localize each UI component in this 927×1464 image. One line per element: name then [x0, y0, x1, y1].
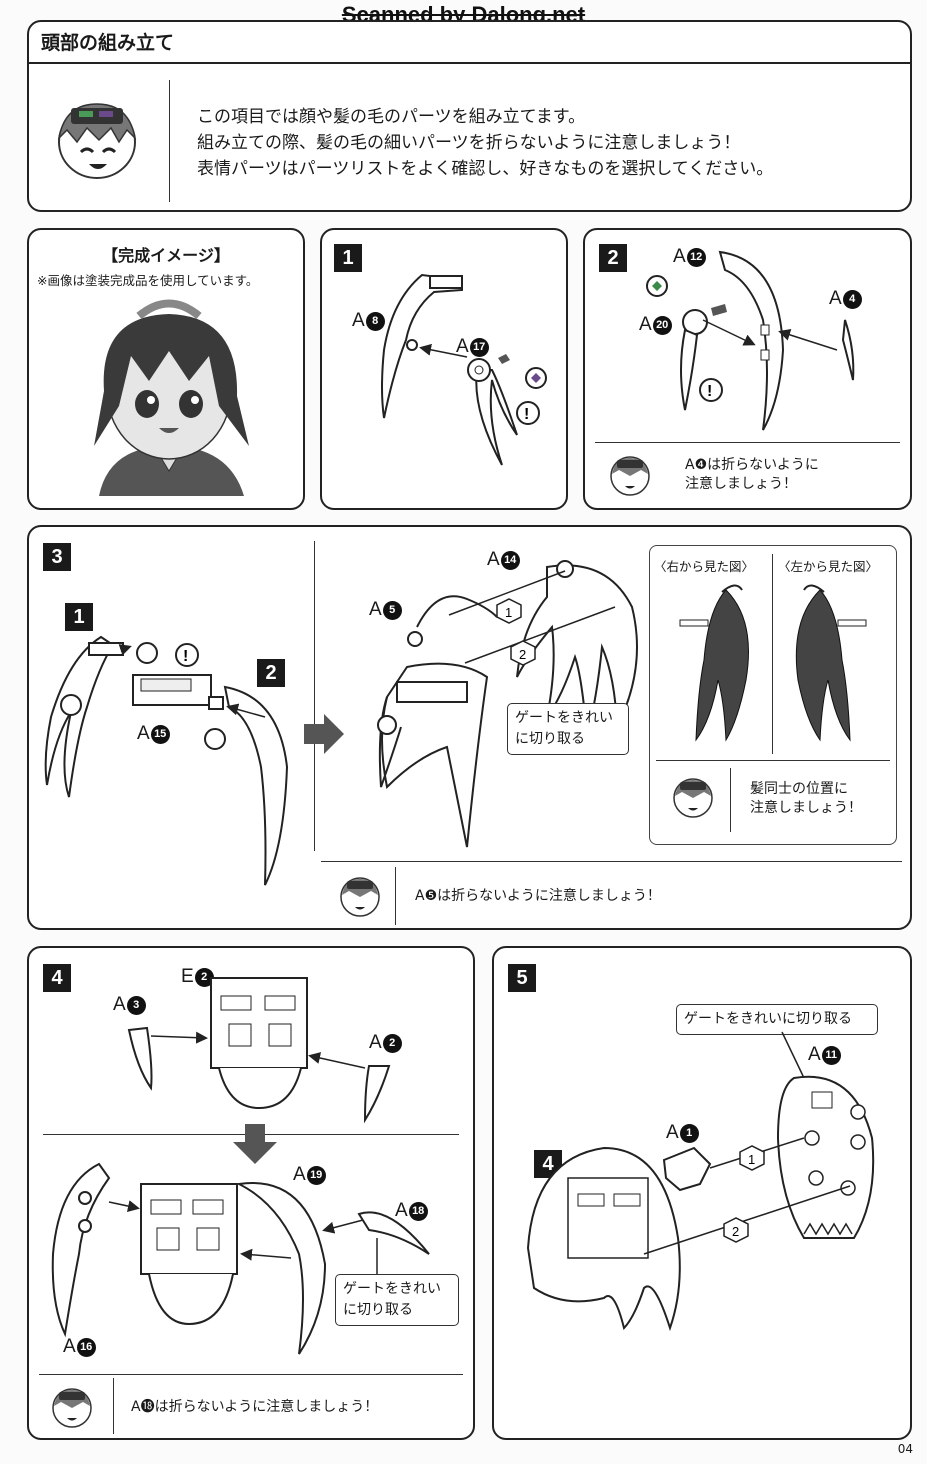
- step-1-number: 1: [334, 244, 362, 272]
- preview-title: 【完成イメージ】: [102, 246, 230, 265]
- section-title: 頭部の組み立て: [41, 32, 175, 54]
- left-side-hair-view: [795, 584, 867, 742]
- step-4-tip: A⓲は折らないように注意しましょう！: [131, 1399, 379, 1415]
- step-2-tip: A❹は折らないように注意しましょう！: [685, 457, 819, 492]
- step-5-number: 5: [508, 964, 536, 992]
- step-4-number: 4: [43, 964, 71, 992]
- intro-section: 頭部の組み立て この項目では顔や髪の毛のパーツを組み立てます。 組み立ての際、髪…: [27, 20, 912, 212]
- finished-head-photo: [94, 299, 249, 496]
- side-view-inset: 〈右から見た図〉 〈左から見た図〉 髪同士の位置に注意しましょう！: [649, 545, 897, 845]
- mascot-icon: [57, 103, 137, 179]
- view-left-label: 〈左から見た図〉: [778, 559, 879, 574]
- step-4-gate-callout: ゲートをきれいに切り取る: [335, 1274, 459, 1326]
- step-5-gate-callout: ゲートをきれいに切り取る: [676, 1004, 878, 1035]
- order-1: 1: [505, 605, 512, 620]
- step-3-gate-callout: ゲートをきれいに切り取る: [507, 703, 629, 755]
- side-view-tip: 髪同士の位置に注意しましょう！: [750, 781, 862, 816]
- order-2: 2: [519, 647, 526, 662]
- step-4-bottom-diagram: [51, 1162, 430, 1355]
- preview-note: ※画像は塗装完成品を使用しています。: [37, 273, 259, 288]
- order-2: 2: [732, 1224, 739, 1239]
- step-3-tip: A❺は折らないように注意しましょう！: [415, 888, 661, 904]
- mascot-icon: [610, 456, 650, 496]
- mascot-icon: [673, 778, 713, 818]
- down-arrow: [233, 1124, 277, 1164]
- step-2-number: 2: [599, 244, 627, 272]
- view-right-label: 〈右から見た図〉: [654, 559, 755, 574]
- intro-line-2: 組み立ての際、髪の毛の細いパーツを折らないように注意しましょう！: [197, 133, 741, 153]
- preview-panel: 【完成イメージ】 ※画像は塗装完成品を使用しています。: [27, 228, 305, 510]
- step-3-sub-1: 1: [65, 603, 93, 631]
- intro-line-3: 表情パーツはパーツリストをよく確認し、好きなものを選択してください。: [197, 159, 774, 179]
- svg-text:!: !: [183, 648, 188, 665]
- svg-text:!: !: [707, 383, 712, 400]
- step-3-sub-2: 2: [257, 659, 285, 687]
- step-4-top-diagram: [127, 977, 391, 1124]
- svg-text:!: !: [524, 406, 529, 423]
- step-2-diagram: !: [646, 250, 855, 431]
- intro-line-1: この項目では顔や髪の毛のパーツを組み立てます。: [197, 107, 586, 127]
- right-side-hair-view: [679, 584, 749, 742]
- page-number: 04: [897, 1442, 913, 1456]
- step-5-diagram: 1 2: [526, 1031, 875, 1332]
- mascot-icon: [52, 1388, 92, 1428]
- mascot-icon: [340, 877, 380, 917]
- step-3-number: 3: [43, 543, 71, 571]
- step-1-diagram: !: [381, 273, 547, 466]
- step-3-left-diagram: !: [44, 635, 289, 886]
- step-3-big-arrow: [304, 714, 344, 754]
- order-1: 1: [748, 1152, 755, 1167]
- step-3-right-diagram: 1 2: [377, 560, 638, 848]
